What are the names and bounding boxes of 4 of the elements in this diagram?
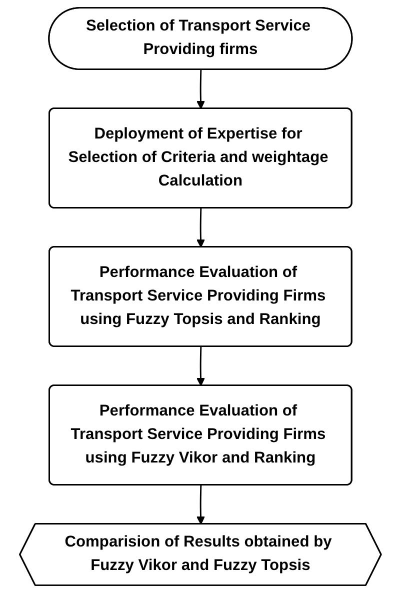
arrow [196, 70, 205, 110]
arrow [196, 485, 205, 525]
arrow [196, 346, 205, 386]
arrow [196, 208, 205, 248]
